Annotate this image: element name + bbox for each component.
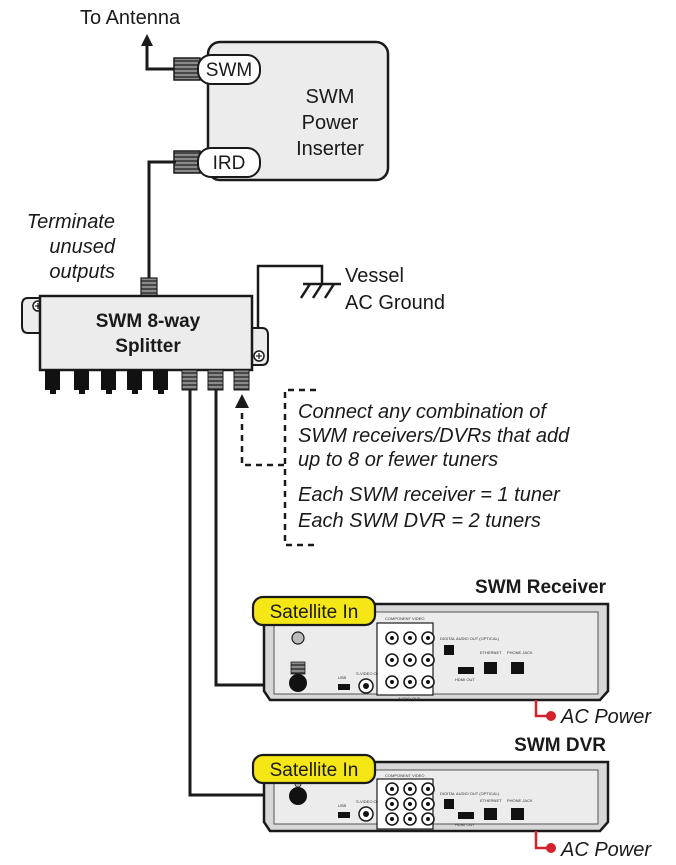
note-line-4: Each SWM receiver = 1 tuner — [298, 484, 561, 506]
satellite-in-label: Satellite In — [270, 602, 359, 623]
ird-port — [197, 147, 261, 178]
ethernet-label: ETHERNET — [480, 650, 502, 655]
dvr-cable — [188, 390, 298, 797]
satellite-in-port — [289, 787, 307, 805]
note-bracket — [283, 388, 316, 547]
swm-receiver: USB S-VIDEO OUT COMPONENT VIDEO AUDIO OU… — [262, 602, 610, 702]
s-video-label: S-VIDEO OUT — [356, 671, 383, 676]
rca-jacks — [385, 782, 435, 826]
hdmi-port-icon — [458, 812, 474, 819]
ac-power-label-dvr: AC Power — [560, 839, 652, 861]
ac-power-label-receiver: AC Power — [560, 706, 652, 728]
phone-jack-label: PHONE JACK — [507, 650, 533, 655]
terminator-cap-icon — [127, 370, 142, 394]
swm-port — [197, 54, 261, 85]
terminator-cap-icon — [45, 370, 60, 394]
satellite-in-label: Satellite In — [270, 760, 359, 781]
note-line-3: up to 8 or fewer tuners — [298, 449, 498, 471]
terminator-cap-icon — [101, 370, 116, 394]
usb-port-icon — [338, 812, 350, 818]
output-connector-icon — [233, 369, 250, 391]
usb-port-icon — [338, 684, 350, 690]
component-video-label: COMPONENT VIDEO — [385, 616, 425, 621]
power-inserter-title-1: SWM — [306, 86, 355, 108]
digital-audio-label: DIGITAL AUDIO OUT (OPTICAL) — [440, 636, 500, 641]
hdmi-label: HDMI OUT — [455, 822, 475, 827]
power-inserter-title-2: Power — [302, 112, 359, 134]
output-connector-icon — [207, 369, 224, 391]
satellite-in-port — [289, 674, 307, 692]
open-output-cable — [240, 402, 285, 467]
splitter-title-2: Splitter — [115, 336, 181, 357]
power-inserter: SWM Power Inserter SWM IRD — [173, 40, 390, 182]
arrow-up-icon — [141, 34, 153, 46]
phone-jack-label: PHONE JACK — [507, 798, 533, 803]
dvr-title: SWM DVR — [514, 735, 606, 756]
rca-jacks — [385, 631, 435, 689]
ird-port-label: IRD — [213, 153, 246, 174]
ground-icon — [299, 282, 341, 299]
arrow-up-icon — [235, 394, 249, 408]
terminate-note-1: Terminate — [27, 211, 115, 233]
satellite-in-badge — [251, 753, 377, 785]
phone-jack-icon — [511, 808, 524, 820]
swm-connector-icon — [173, 57, 201, 81]
optical-port-icon — [444, 645, 454, 655]
ac-power-cable — [534, 700, 548, 718]
vessel-ground: Vessel AC Ground — [256, 264, 445, 328]
ac-plug-icon — [546, 711, 556, 721]
ethernet-port-icon — [484, 662, 497, 674]
usb-label: USB — [338, 675, 347, 680]
ground-label-1: Vessel — [345, 265, 404, 287]
ethernet-port-icon — [484, 808, 497, 820]
hdmi-label: HDMI OUT — [455, 677, 475, 682]
digital-audio-label: DIGITAL AUDIO OUT (OPTICAL) — [440, 791, 500, 796]
terminator-cap-icon — [153, 370, 168, 394]
ethernet-label: ETHERNET — [480, 798, 502, 803]
ird-connector-icon — [173, 150, 201, 174]
to-antenna-label: To Antenna — [80, 7, 181, 29]
note-line-2: SWM receivers/DVRs that add — [298, 425, 570, 447]
terminate-note-3: outputs — [49, 261, 115, 283]
satellite-in-badge — [251, 595, 377, 627]
power-inserter-title-3: Inserter — [296, 138, 364, 160]
receiver-title: SWM Receiver — [475, 577, 607, 598]
hdmi-port-icon — [458, 667, 474, 674]
ground-label-2: AC Ground — [345, 292, 445, 314]
note-line-5: Each SWM DVR = 2 tuners — [298, 510, 541, 532]
terminate-note-2: unused — [49, 236, 115, 258]
splitter-title-1: SWM 8-way — [96, 311, 201, 332]
ac-plug-icon — [546, 843, 556, 853]
terminator-cap-icon — [74, 370, 89, 394]
note-line-1: Connect any combination of — [298, 401, 548, 423]
usb-label: USB — [338, 803, 347, 808]
coax-port-icon — [291, 631, 305, 645]
optical-port-icon — [444, 799, 454, 809]
audio-out-label: AUDIO OUT — [398, 696, 421, 701]
output-connector-icon — [181, 369, 198, 391]
s-video-label: S-VIDEO OUT — [356, 799, 383, 804]
ac-power-cable — [534, 831, 548, 850]
swm-port-label: SWM — [206, 60, 252, 81]
ird-cable — [147, 160, 176, 280]
phone-jack-icon — [511, 662, 524, 674]
swm-8way-splitter: SWM 8-way Splitter — [21, 294, 269, 394]
antenna-cable — [141, 34, 176, 71]
component-video-label: COMPONENT VIDEO — [385, 773, 425, 778]
